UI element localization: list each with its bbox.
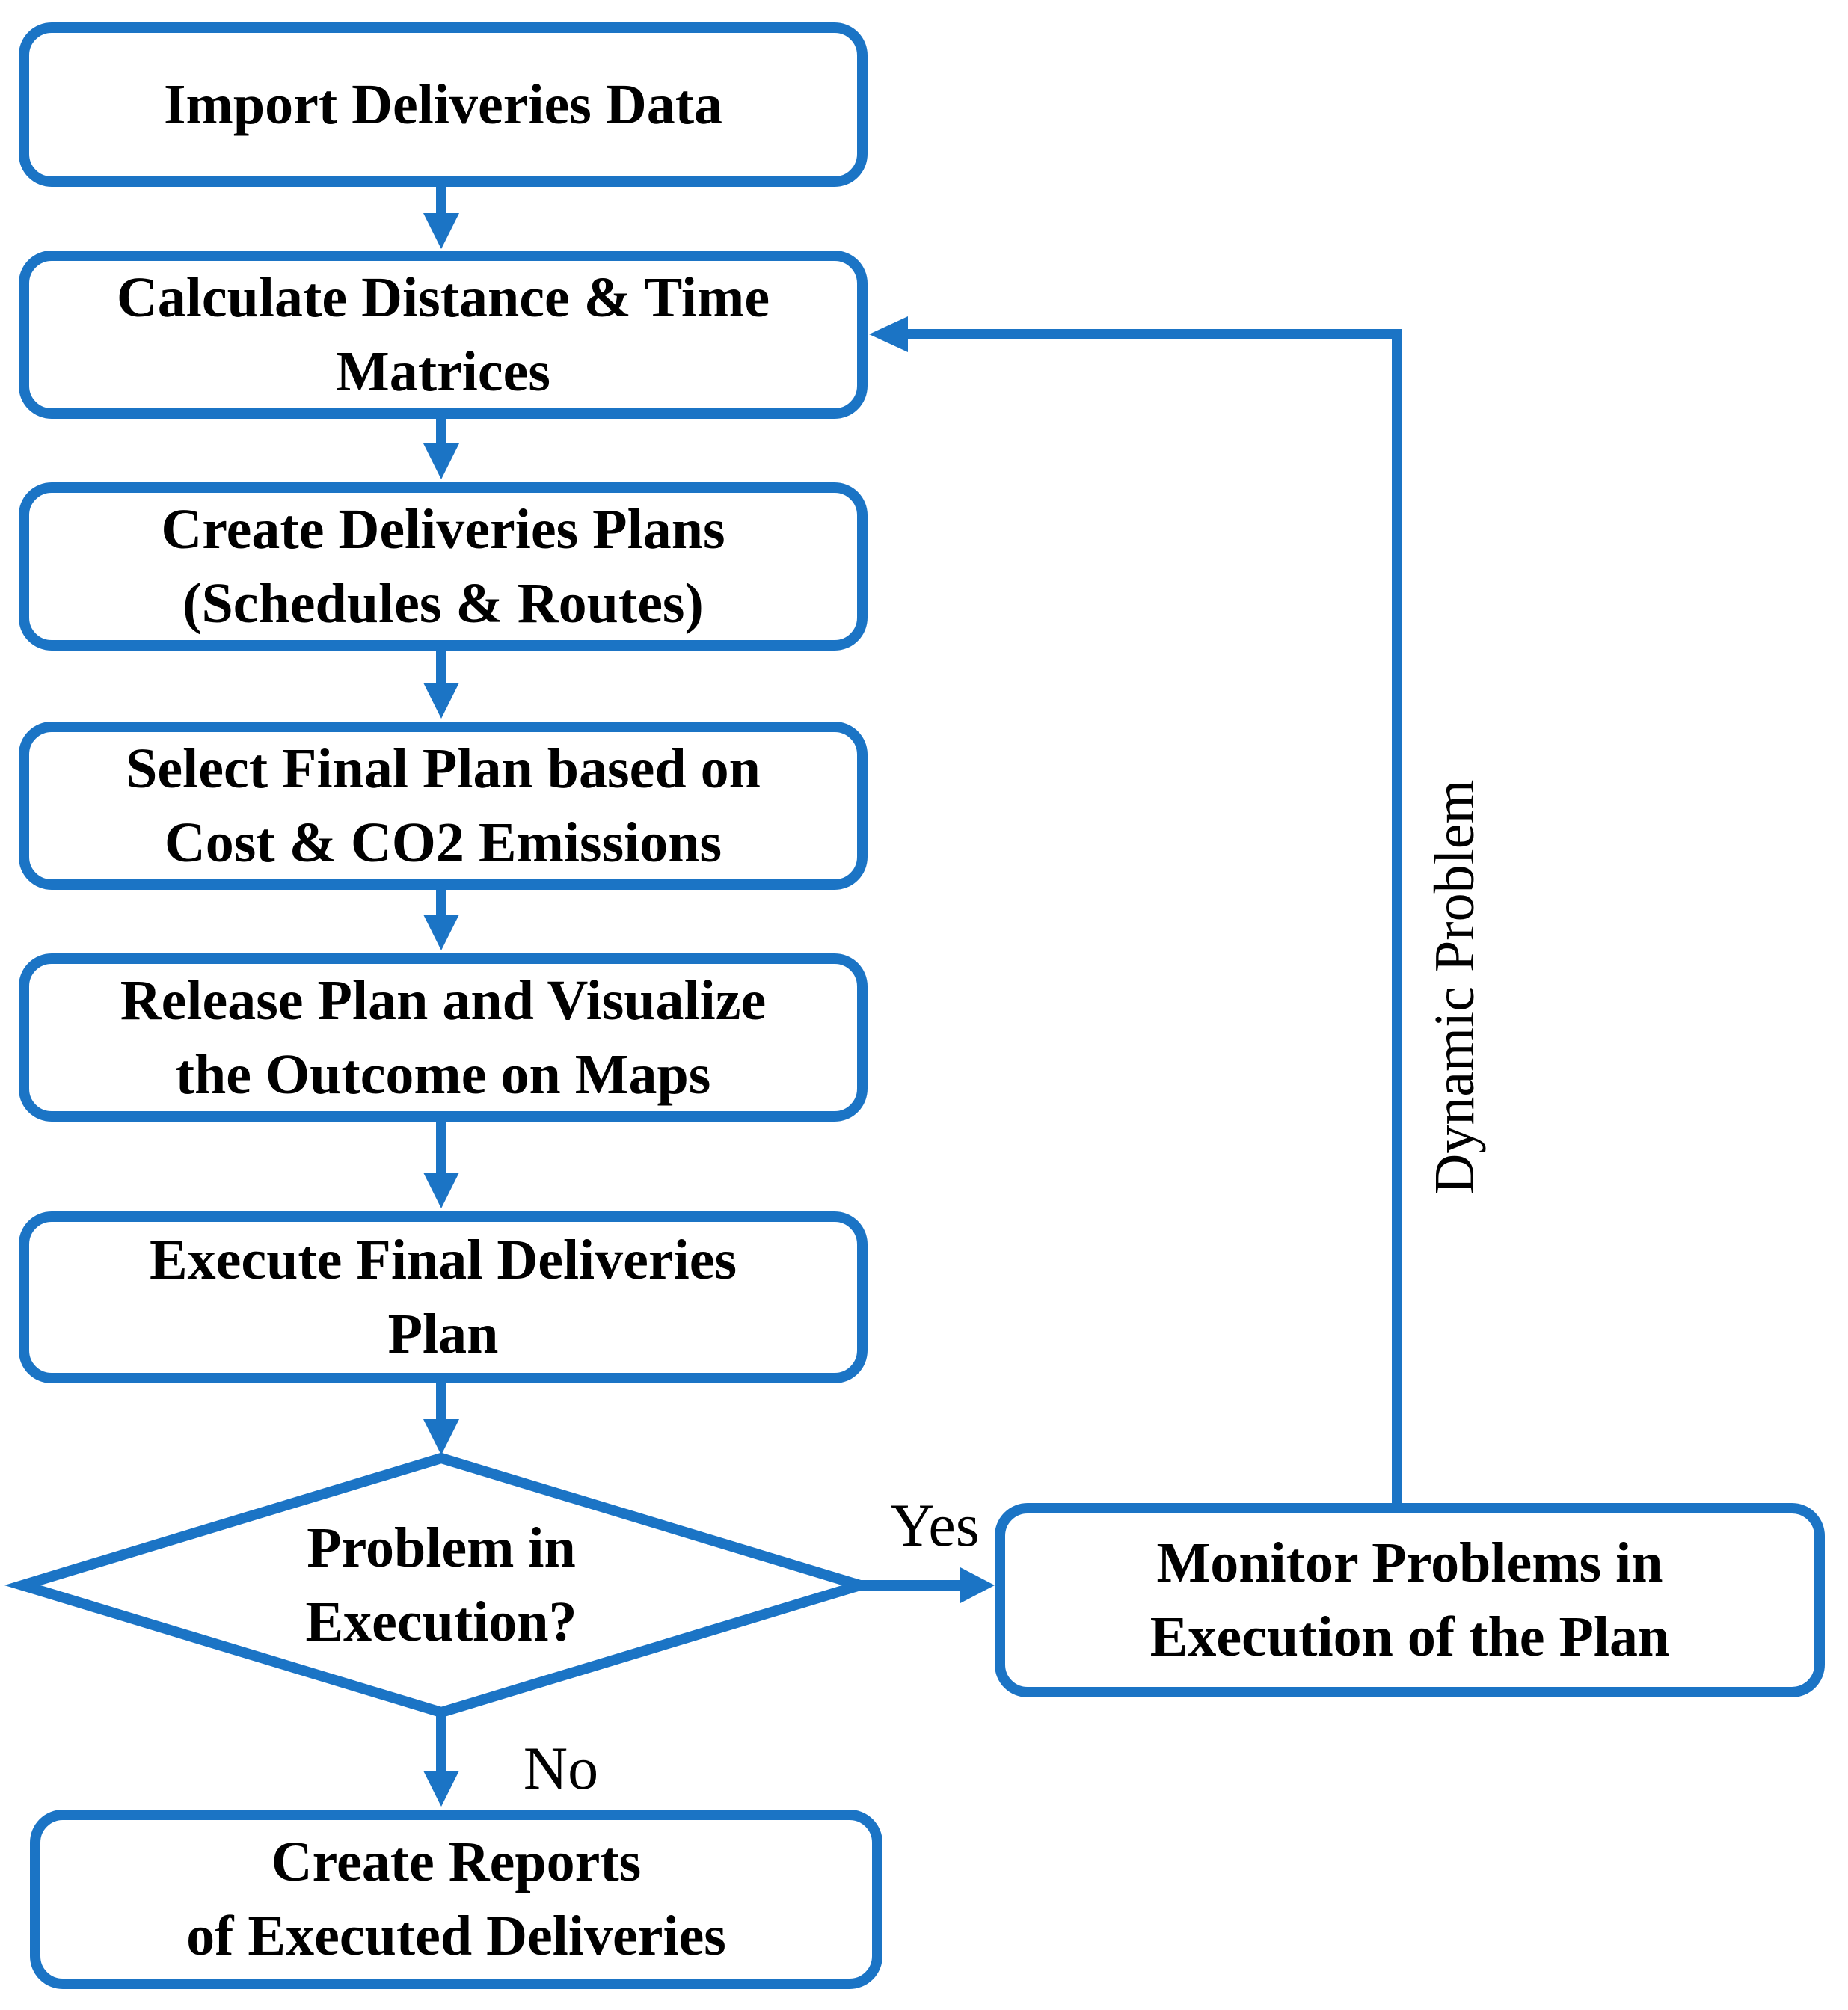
edge-decision-no-to-reports <box>423 1711 459 1807</box>
node-label: Select Final Plan based on Cost & CO2 Em… <box>126 737 761 874</box>
arrowhead-right-icon <box>960 1567 995 1603</box>
arrowhead-down-icon <box>423 1771 459 1807</box>
arrowhead-down-icon <box>423 915 459 950</box>
edge-decision-yes-to-monitor <box>859 1567 995 1603</box>
node-label: Create Reports of Executed Deliveries <box>186 1831 726 1967</box>
arrowhead-down-icon <box>423 683 459 719</box>
node-label: Monitor Problems in Execution of the Pla… <box>1149 1531 1670 1668</box>
edge-create-plans-to-select-plan <box>423 649 459 719</box>
decision-label: Problem in Execution? <box>305 1516 577 1653</box>
arrowhead-down-icon <box>423 1172 459 1208</box>
node-release-plan-visualize: Release Plan and Visualize the Outcome o… <box>19 953 868 1122</box>
arrowhead-down-icon <box>423 443 459 479</box>
arrowhead-down-icon <box>423 1419 459 1455</box>
node-create-reports: Create Reports of Executed Deliveries <box>30 1810 882 1989</box>
node-label: Import Deliveries Data <box>163 73 723 136</box>
edge-import-to-calculate <box>423 187 459 249</box>
edge-label-no: No <box>523 1734 599 1802</box>
node-label: Create Deliveries Plans (Schedules & Rou… <box>161 497 725 635</box>
node-label: Calculate Distance & Time Matrices <box>116 265 770 403</box>
edge-label-dynamic-problem: Dynamic Problem <box>1422 779 1486 1195</box>
edge-select-plan-to-release-plan <box>423 888 459 950</box>
decision-problem-in-execution: Problem in Execution? <box>142 1488 740 1682</box>
node-select-final-plan: Select Final Plan based on Cost & CO2 Em… <box>19 722 868 890</box>
edge-calculate-to-create-plans <box>423 416 459 479</box>
node-label: Release Plan and Visualize the Outcome o… <box>120 968 767 1106</box>
edge-stem <box>908 329 1402 1505</box>
edge-label-yes: Yes <box>890 1491 980 1559</box>
edge-release-plan-to-execute <box>423 1120 459 1208</box>
node-execute-final-deliveries-plan: Execute Final Deliveries Plan <box>19 1211 868 1383</box>
arrowhead-left-icon <box>869 316 908 352</box>
node-create-deliveries-plans: Create Deliveries Plans (Schedules & Rou… <box>19 482 868 651</box>
node-calculate-distance-time-matrices: Calculate Distance & Time Matrices <box>19 251 868 419</box>
edge-monitor-feedback-to-calculate <box>869 316 1402 1505</box>
edge-execute-to-decision <box>423 1382 459 1455</box>
node-import-deliveries-data: Import Deliveries Data <box>19 22 868 187</box>
node-label: Execute Final Deliveries Plan <box>149 1229 737 1365</box>
node-monitor-problems: Monitor Problems in Execution of the Pla… <box>995 1503 1825 1697</box>
arrowhead-down-icon <box>423 213 459 249</box>
